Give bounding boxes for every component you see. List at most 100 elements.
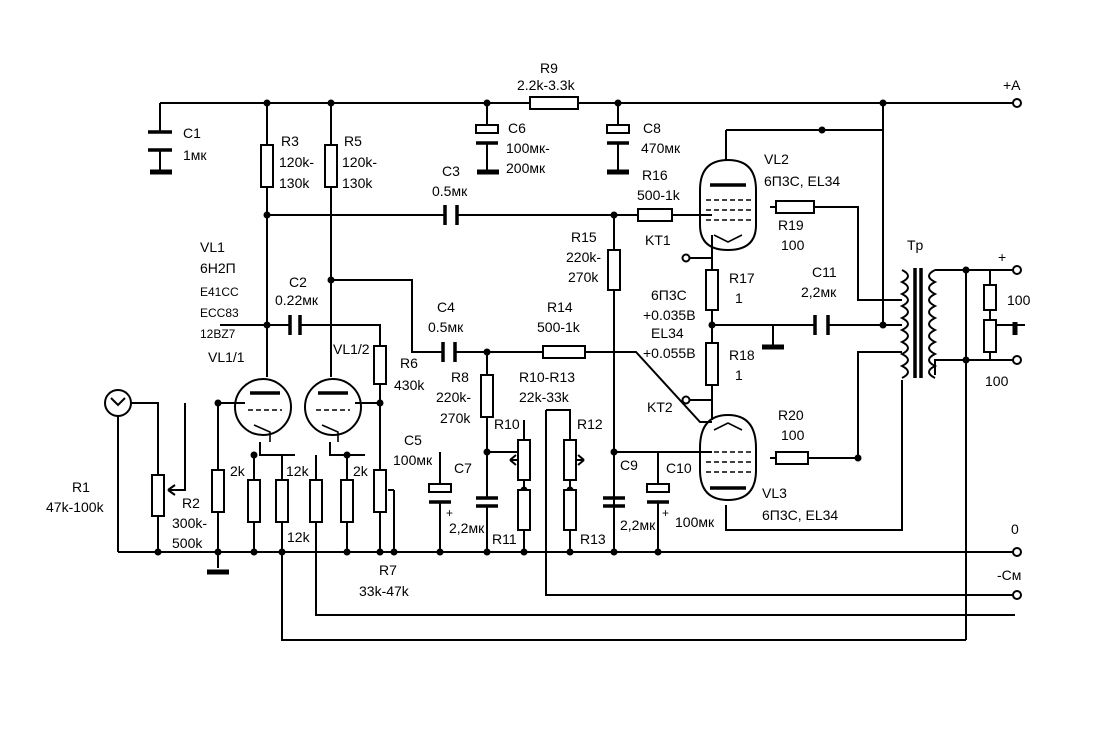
resistor-r19	[775, 200, 815, 214]
resistor-r2	[211, 469, 225, 513]
resistor-r13	[563, 489, 577, 531]
label-r18: R18	[729, 347, 755, 363]
label-c3-value: 0.5мк	[432, 183, 468, 199]
label-output-r-top: 100	[1007, 292, 1031, 308]
label-c6: C6	[508, 120, 526, 136]
label-kt2: KT2	[647, 399, 673, 415]
label-r5-value-1: 120k-	[342, 154, 377, 170]
label-r3: R3	[281, 133, 299, 149]
resistor-r11	[517, 489, 531, 531]
label-c1: C1	[183, 125, 201, 141]
label-tp: Tp	[907, 237, 924, 253]
label-r7-value: 33k-47k	[359, 583, 410, 599]
label-r11: R11	[492, 531, 517, 547]
label-r10-r13-value: 22k-33k	[519, 389, 570, 405]
resistor-r14	[542, 345, 586, 359]
resistor-r12	[563, 439, 577, 481]
label-r10: R10	[494, 416, 520, 432]
resistor-12k-right	[309, 479, 323, 523]
label-r2-value-2: 500k	[172, 535, 203, 551]
label-r14-value: 500-1k	[537, 319, 581, 335]
label-c9-value: 2,2мк	[620, 517, 656, 533]
label-vl1: VL1	[200, 239, 225, 255]
label-kt1: KT1	[645, 232, 671, 248]
resistor-r15	[607, 249, 621, 291]
resistor-r8	[480, 374, 494, 418]
label-c5: C5	[404, 432, 422, 448]
label-6p3s-1: 6П3С	[651, 287, 687, 303]
wires	[117, 102, 1025, 641]
label-r16-value: 500-1k	[637, 187, 681, 203]
label-r2-value-1: 300k-	[172, 515, 207, 531]
label-r8-value-1: 220k-	[436, 389, 471, 405]
label-r5: R5	[344, 133, 362, 149]
resistor-r6	[373, 345, 387, 385]
label-c10-plus: +	[662, 506, 669, 520]
label-c1-value: 1мк	[183, 147, 207, 163]
label-vl1-type-3: ECC83	[200, 306, 239, 320]
label-r5-value-2: 130k	[342, 175, 373, 191]
label-el34-1: EL34	[651, 325, 684, 341]
label-r15-value-1: 220k-	[566, 249, 601, 265]
label-r16: R16	[642, 167, 668, 183]
label-r7: R7	[379, 562, 397, 578]
label-c8-value: 470мк	[641, 140, 681, 156]
label-r6: R6	[400, 355, 418, 371]
label-c4-value: 0.5мк	[428, 319, 464, 335]
label-mid-voltage-2: +0.055В	[643, 345, 696, 361]
label-c5-plus: +	[446, 506, 453, 520]
label-c10-value: 100мк	[675, 514, 715, 530]
label-r6-value: 430k	[394, 377, 425, 393]
label-r9: R9	[540, 60, 558, 76]
label-c6-value-1: 100мк-	[506, 140, 550, 156]
label-vl1-type-2: E41CC	[200, 285, 239, 299]
label-r12: R12	[577, 416, 603, 432]
label-c2-value: 0.22мк	[275, 292, 319, 308]
resistor-r3	[260, 144, 274, 188]
resistor-out-top	[983, 284, 997, 311]
resistor-r17	[705, 269, 719, 311]
label-r14: R14	[547, 299, 573, 315]
label-vl1-type-1: 6Н2П	[200, 260, 236, 276]
label-c9: C9	[620, 457, 638, 473]
label-plus-a: +A	[1003, 77, 1021, 93]
label-r20: R20	[778, 407, 804, 423]
resistor-12k-left	[275, 479, 289, 523]
label-c3: C3	[442, 163, 460, 179]
resistors	[151, 96, 997, 531]
label-c2: C2	[289, 274, 307, 290]
resistor-r5	[324, 144, 338, 188]
labels: R9 2.2k-3.3k +A C1 1мк R3 120k- 130k R5 …	[46, 60, 1031, 599]
label-vl3: VL3	[762, 485, 787, 501]
resistor-out-bottom	[983, 319, 997, 353]
label-r13: R13	[580, 531, 606, 547]
label-r19: R19	[778, 217, 804, 233]
label-r18-value: 1	[735, 367, 743, 383]
terminals	[104, 98, 1022, 600]
label-r2: R2	[182, 495, 200, 511]
output-transformer	[899, 268, 938, 379]
label-c4: C4	[437, 299, 455, 315]
label-r15: R15	[571, 229, 597, 245]
pot-wipers	[167, 403, 585, 496]
label-mid-voltage-1: +0.035В	[643, 307, 696, 323]
label-vl1-type-4: 12BZ7	[200, 327, 236, 341]
resistor-2k-left	[247, 479, 261, 523]
label-c7: C7	[454, 460, 472, 476]
label-r17-value: 1	[735, 290, 743, 306]
tube-vl3	[699, 413, 757, 502]
resistor-r10	[517, 439, 531, 481]
label-r8: R8	[451, 369, 469, 385]
label-c6-value-2: 200мк	[506, 160, 546, 176]
tube-vl2	[699, 158, 757, 252]
label-r19-value: 100	[781, 237, 805, 253]
label-r20-value: 100	[781, 427, 805, 443]
label-vl1-1: VL1/1	[208, 349, 245, 365]
label-2k-right: 2k	[353, 463, 369, 479]
label-terminal-cm: -См	[997, 567, 1021, 583]
label-c7-value: 2,2мк	[449, 520, 485, 536]
label-r1: R1	[72, 479, 90, 495]
label-vl3-type: 6П3С, EL34	[762, 507, 838, 523]
label-c5-value: 100мк	[393, 452, 433, 468]
